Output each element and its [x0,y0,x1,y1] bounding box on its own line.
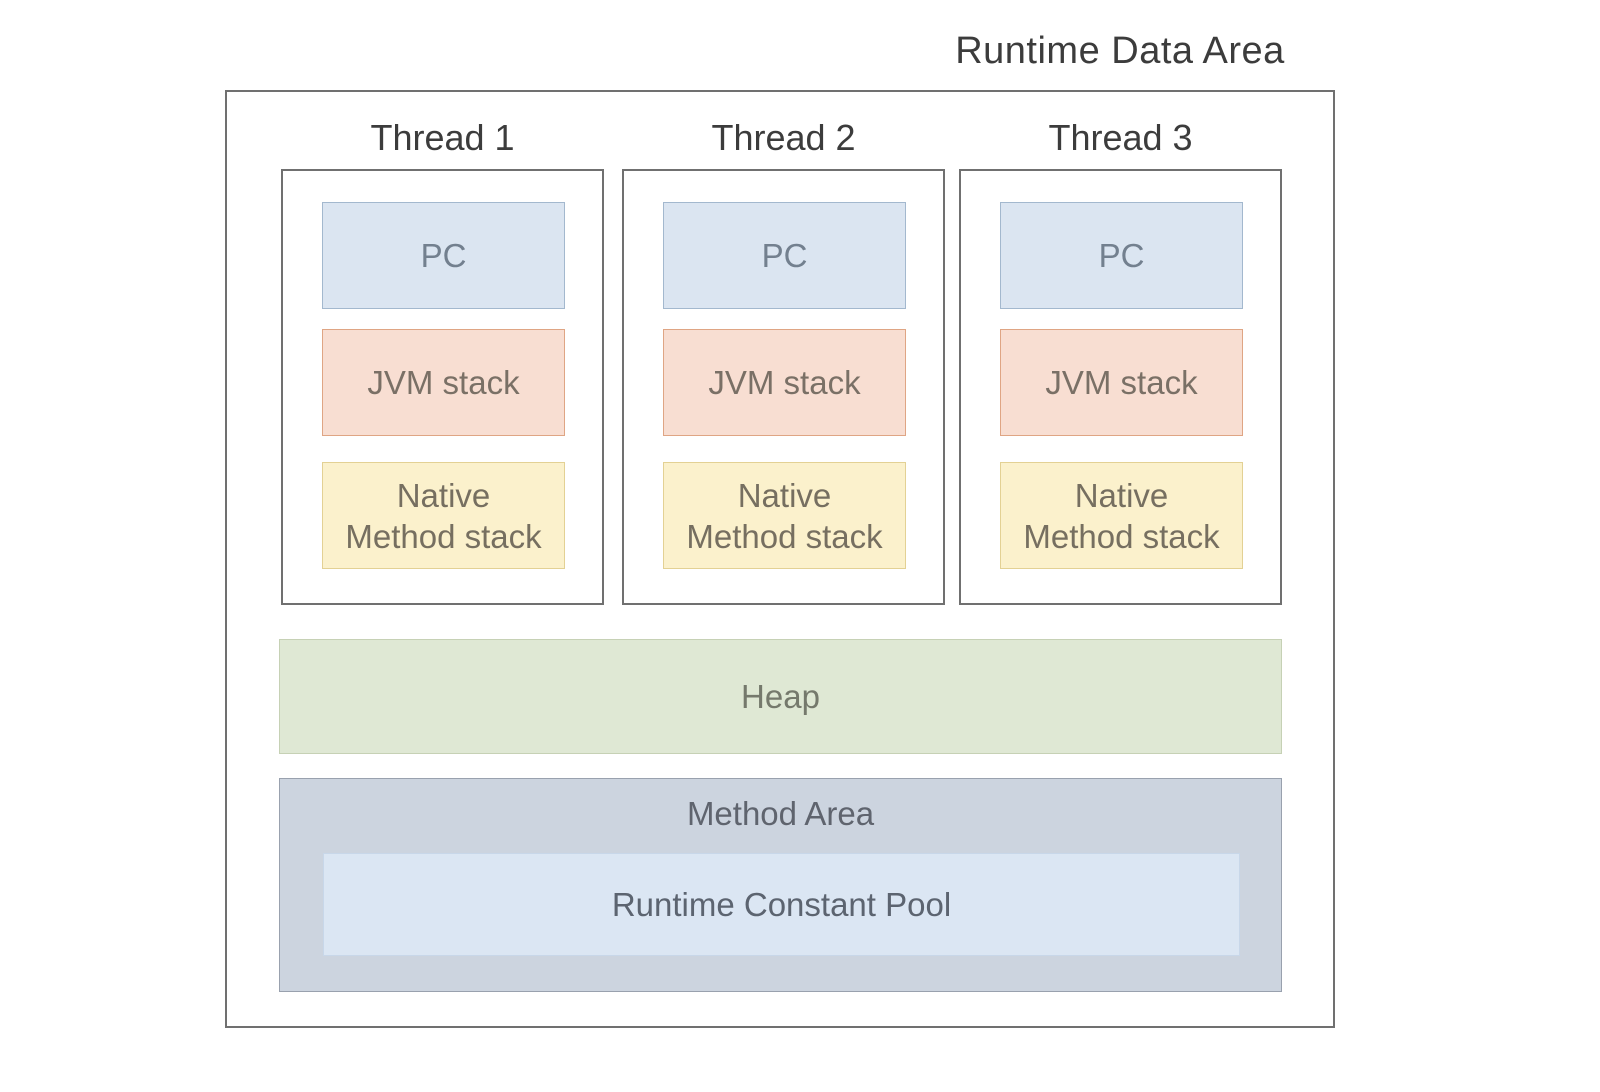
runtime-data-area-box: Thread 1 PC JVM stack Native Method stac… [225,90,1335,1028]
pc-box: PC [322,202,565,309]
native-method-stack-box: Native Method stack [663,462,906,569]
runtime-constant-pool-label: Runtime Constant Pool [611,885,952,923]
heap-box: Heap [279,639,1282,754]
runtime-constant-pool-box: Runtime Constant Pool [323,853,1240,956]
method-area-label: Method Area [686,795,875,832]
native-method-stack-label-line1: Native [737,476,832,514]
native-method-stack-box: Native Method stack [1000,462,1243,569]
jvm-stack-label: JVM stack [1045,364,1198,401]
native-method-stack-label-line2: Method stack [686,517,883,555]
thread-1-box: PC JVM stack Native Method stack [281,169,604,605]
jvm-stack-label: JVM stack [708,364,861,401]
method-area-box: Method Area Runtime Constant Pool [279,778,1282,992]
thread-3-label: Thread 3 [1048,117,1193,158]
thread-3-column: Thread 3 PC JVM stack Native Method stac… [959,114,1282,605]
native-method-stack-box: Native Method stack [322,462,565,569]
pc-label: PC [1098,237,1145,274]
thread-3-box: PC JVM stack Native Method stack [959,169,1282,605]
native-method-stack-label-line2: Method stack [1023,517,1220,555]
pc-label: PC [420,237,467,274]
jvm-stack-box: JVM stack [663,329,906,436]
thread-2-box: PC JVM stack Native Method stack [622,169,945,605]
diagram-title: Runtime Data Area [955,30,1285,72]
native-method-stack-label-line1: Native [396,476,491,514]
thread-1-column: Thread 1 PC JVM stack Native Method stac… [281,114,604,605]
jvm-stack-box: JVM stack [1000,329,1243,436]
thread-2-column: Thread 2 PC JVM stack Native Method stac… [622,114,945,605]
heap-label: Heap [741,677,820,715]
pc-box: PC [1000,202,1243,309]
jvm-stack-box: JVM stack [322,329,565,436]
pc-label: PC [761,237,808,274]
pc-box: PC [663,202,906,309]
thread-2-label: Thread 2 [711,117,856,158]
native-method-stack-label-line1: Native [1074,476,1169,514]
jvm-stack-label: JVM stack [367,364,520,401]
thread-1-label: Thread 1 [370,117,515,158]
native-method-stack-label-line2: Method stack [345,517,542,555]
